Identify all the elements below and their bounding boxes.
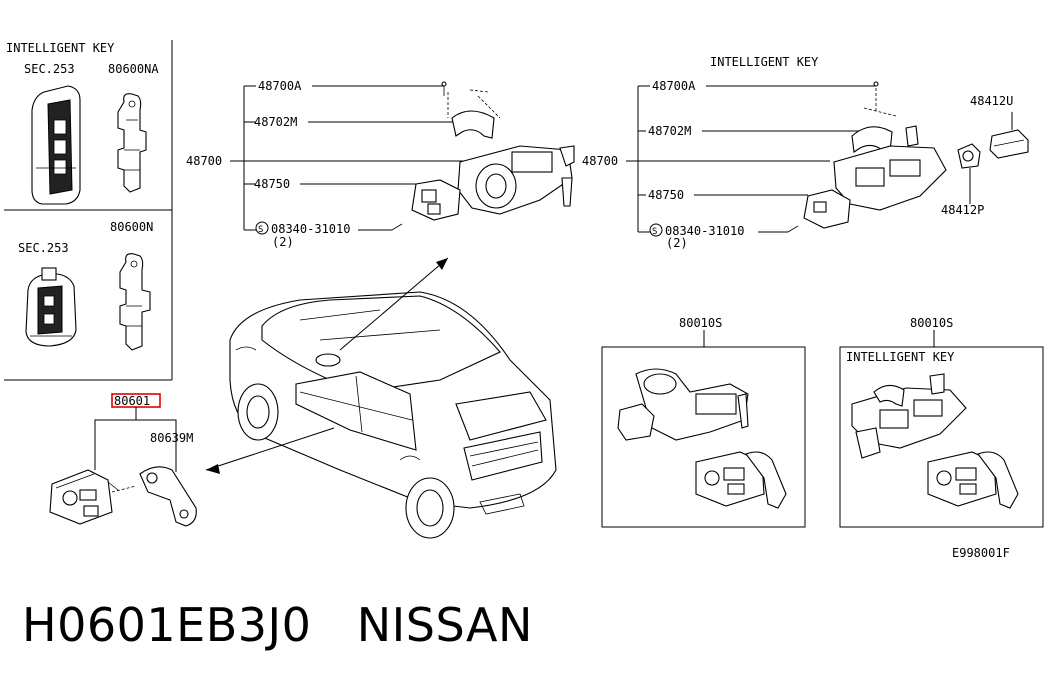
left-leaders — [230, 85, 472, 231]
part-caption: H0601EB3J0 NISSAN — [22, 598, 533, 652]
lock-lever-80639m — [139, 466, 197, 527]
kit-box-80010s-a — [601, 346, 806, 528]
key-blade-80600na — [117, 93, 147, 193]
left-screw-qty: (2) — [272, 235, 294, 249]
left-48702m-label: 48702M — [254, 115, 297, 129]
part-80010s-label-a: 80010S — [679, 316, 722, 330]
key-panel-frame — [4, 40, 173, 381]
part-48412p-label: 48412P — [941, 203, 984, 217]
left-screw-callout: S — [255, 221, 269, 235]
key-blade-80600n — [119, 253, 151, 351]
intelligent-key-label-box: INTELLIGENT KEY — [846, 350, 955, 364]
kit-b-parts — [851, 373, 1019, 509]
circle-s-left: S — [258, 225, 263, 235]
intelligent-key-fob — [31, 85, 81, 205]
right-screw-qty: (2) — [666, 236, 688, 250]
left-ignition-switch — [391, 81, 575, 231]
left-48700a-label: 48700A — [258, 79, 302, 93]
left-48750-label: 48750 — [254, 177, 290, 191]
remote-key-fob — [25, 267, 77, 347]
caption-part-number: H0601EB3J0 — [22, 598, 312, 652]
right-48750-label: 48750 — [648, 188, 684, 202]
sec-253-label-a: SEC.253 — [24, 62, 75, 76]
kit-box-80010s-b — [839, 346, 1044, 528]
vehicle-illustration — [229, 291, 557, 539]
part-80010s-label-b: 80010S — [910, 316, 953, 330]
part-80600n-label: 80600N — [110, 220, 153, 234]
left-48700-label: 48700 — [186, 154, 222, 168]
right-48700a-label: 48700A — [652, 79, 696, 93]
right-leaders — [626, 85, 1013, 233]
part-80600na-label: 80600NA — [108, 62, 159, 76]
door-lock-cylinder — [49, 469, 137, 525]
caption-gap — [311, 598, 356, 652]
leader-80601 — [94, 407, 177, 472]
circle-s-right: S — [652, 227, 657, 237]
pointer-arrows — [205, 257, 449, 474]
right-screw-callout: S — [649, 223, 663, 237]
right-screw-label: 08340-31010 — [665, 224, 744, 238]
right-48702m-label: 48702M — [648, 124, 691, 138]
left-screw-label: 08340-31010 — [271, 222, 350, 236]
part-48412u-label: 48412U — [970, 94, 1013, 108]
caption-brand: NISSAN — [356, 598, 533, 652]
intelligent-key-label-left: INTELLIGENT KEY — [6, 41, 115, 55]
diagram-code-label: E998001F — [952, 546, 1010, 560]
kit-a-parts — [617, 368, 787, 509]
right-48700-label: 48700 — [582, 154, 618, 168]
intelligent-key-label-right: INTELLIGENT KEY — [710, 55, 819, 69]
right-ignition-switch — [787, 81, 1029, 233]
sec-253-label-b: SEC.253 — [18, 241, 69, 255]
part-80639m-label: 80639M — [150, 431, 193, 445]
part-80601-label: 80601 — [114, 394, 150, 408]
